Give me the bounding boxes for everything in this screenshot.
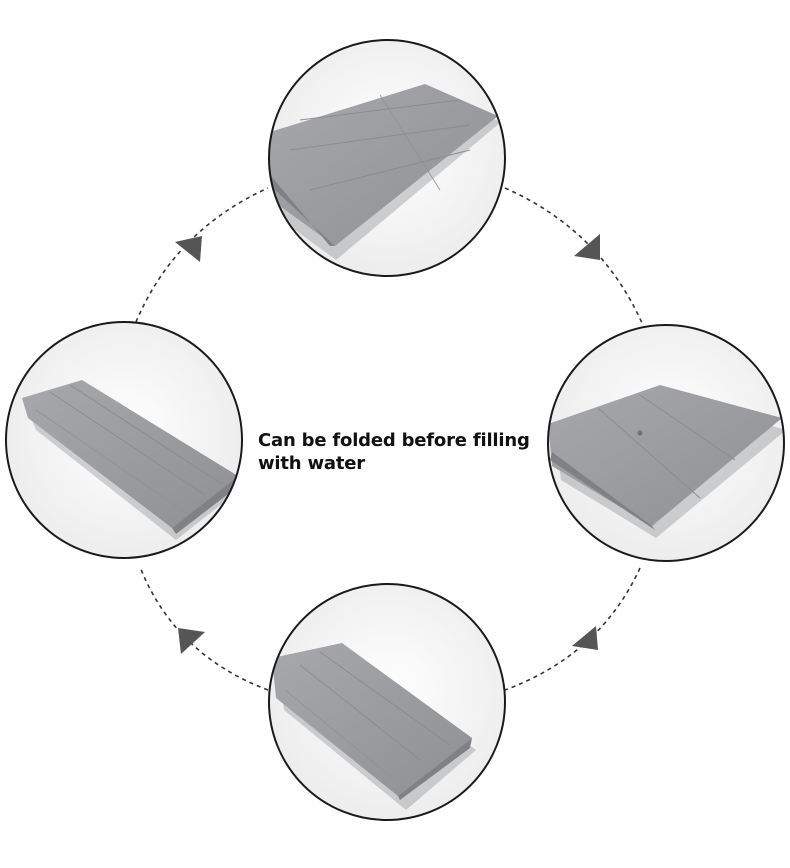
caption-line-2: with water — [258, 453, 365, 474]
caption-text: Can be folded before filling with water — [258, 429, 530, 475]
step-right — [547, 324, 785, 562]
arrow-icon-top-left — [175, 236, 202, 262]
folded-mat-photo — [269, 84, 501, 260]
arc-bottom-left — [139, 566, 269, 691]
dashed-cycle-path — [135, 187, 643, 691]
step-bottom — [268, 583, 506, 821]
arc-top-right — [504, 187, 643, 324]
folded-mat-photo — [272, 643, 476, 810]
arc-left-top — [135, 187, 269, 323]
step-left — [5, 321, 243, 559]
arc-right-bottom — [504, 567, 641, 691]
caption-line-1: Can be folded before filling — [258, 430, 530, 451]
arrow-icon-bottom-right — [572, 626, 598, 650]
arrow-icon-top-right — [574, 234, 600, 260]
folded-mat-photo — [548, 385, 784, 538]
direction-arrows — [175, 234, 600, 654]
folded-mat-photo — [22, 380, 242, 540]
arrow-icon-bottom-left — [178, 628, 205, 654]
step-top — [268, 39, 506, 277]
